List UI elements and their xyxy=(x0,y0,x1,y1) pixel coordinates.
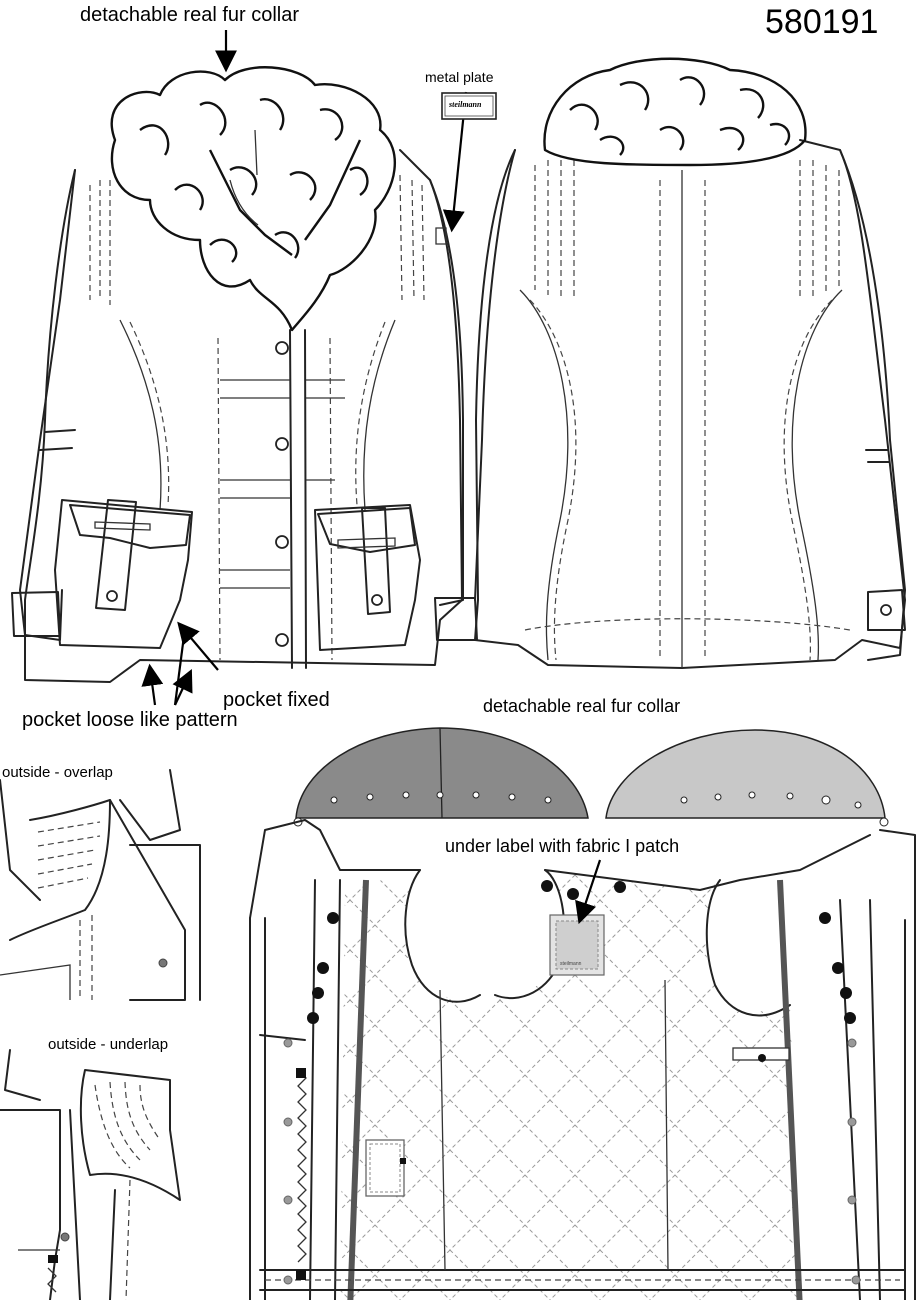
label-fur-collar-detail: detachable real fur collar xyxy=(483,696,681,716)
label-under-label: under label with fabric I patch xyxy=(445,836,680,856)
label-pocket-loose: pocket loose like pattern xyxy=(22,709,238,731)
callout-arrows-front xyxy=(141,30,468,706)
metal-plate-drawing xyxy=(441,92,497,120)
label-fur-collar-top: detachable real fur collar xyxy=(80,4,300,26)
jacket-front-view xyxy=(11,66,478,683)
label-pocket-fixed: pocket fixed xyxy=(223,689,330,711)
underlap-detail xyxy=(0,1049,181,1300)
collar-detail-pieces xyxy=(293,727,889,827)
label-outside-underlap: outside - underlap xyxy=(48,1036,169,1053)
metal-plate-brand: steilmann xyxy=(449,100,482,109)
inner-label-brand: steilmann xyxy=(560,961,582,967)
label-metal-plate: metal plate xyxy=(425,69,494,85)
label-outside-overlap: outside - overlap xyxy=(2,764,113,781)
jacket-back-view xyxy=(474,57,906,669)
style-number: 580191 xyxy=(765,3,879,41)
inside-lining-view xyxy=(249,819,916,1300)
overlap-detail xyxy=(0,769,201,1001)
